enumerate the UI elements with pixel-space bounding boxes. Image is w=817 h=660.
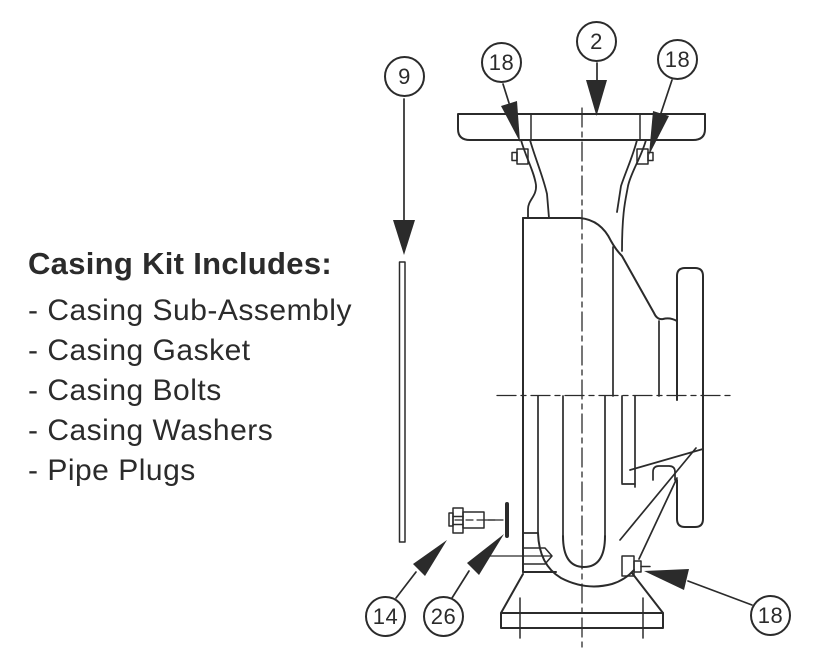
leader-plug-bottom xyxy=(644,569,753,606)
callout-plug-top-left: 18 xyxy=(481,42,522,83)
leader-casing xyxy=(586,62,607,116)
kit-note: Casing Kit Includes: - Casing Sub-Assemb… xyxy=(28,246,352,491)
pipe-plug-top-right xyxy=(636,148,654,165)
kit-note-item-casing-gasket: - Casing Gasket xyxy=(28,334,251,367)
leader-gasket xyxy=(393,98,415,255)
discharge-flange xyxy=(457,113,706,141)
tapped-hole xyxy=(487,547,553,565)
kit-note-item-pipe-plugs: - Pipe Plugs xyxy=(28,454,196,487)
casing-gasket xyxy=(398,261,406,543)
suction-nozzle-walls xyxy=(619,447,704,560)
neck-walls xyxy=(520,139,647,252)
pipe-plug-bottom xyxy=(621,555,651,577)
casing-shoulder xyxy=(522,217,678,322)
callout-washer: 26 xyxy=(423,596,464,637)
volute-outer xyxy=(537,532,635,588)
centerlines xyxy=(496,107,733,649)
flange-joint-lines xyxy=(530,113,641,141)
callout-gasket: 9 xyxy=(384,56,425,97)
foot-and-base xyxy=(500,571,664,639)
leader-plug-top-left xyxy=(501,83,520,142)
kit-note-item-casing-washers: - Casing Washers xyxy=(28,414,274,447)
suction-flange xyxy=(676,267,704,528)
leader-lines xyxy=(393,62,753,606)
callout-plug-top-right: 18 xyxy=(657,39,698,80)
callout-bolt: 14 xyxy=(365,596,406,637)
pipe-plug-top-left xyxy=(511,148,529,165)
casing-inner-walls xyxy=(522,246,660,537)
kit-note-item-casing-bolts: - Casing Bolts xyxy=(28,374,222,407)
leader-plug-top-right xyxy=(649,79,673,155)
casing-bolt xyxy=(448,507,504,534)
kit-note-item-casing-sub-assembly: - Casing Sub-Assembly xyxy=(28,294,352,327)
kit-note-heading: Casing Kit Includes: xyxy=(28,246,332,281)
volute-inner xyxy=(562,535,606,568)
callout-plug-bottom: 18 xyxy=(750,595,791,636)
callout-casing: 2 xyxy=(576,21,617,62)
leader-washer xyxy=(451,534,504,599)
leader-bolt xyxy=(395,540,447,599)
